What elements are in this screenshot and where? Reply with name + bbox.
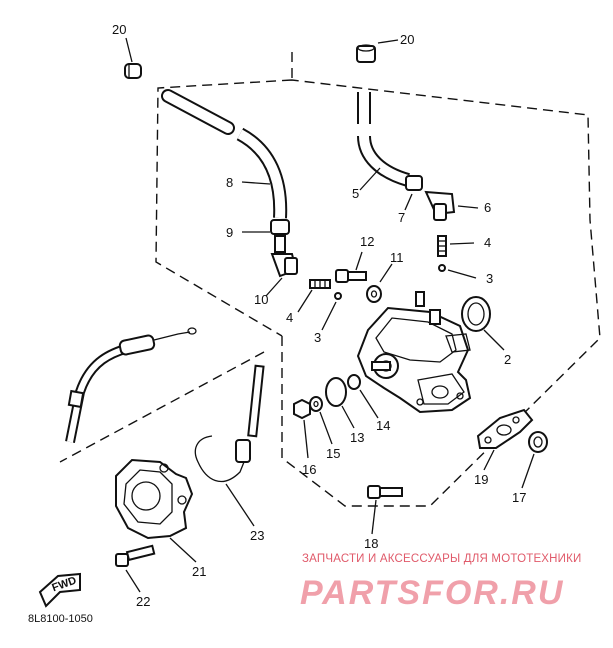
fwd-arrow-icon: FWD [38,572,81,608]
part-16-nut [293,398,311,420]
callout-22: 22 [136,594,150,609]
part-13-plate [325,377,347,407]
leader-18 [371,499,377,535]
callout-18: 18 [364,536,378,551]
callout-3a: 3 [486,271,493,286]
watermark-logo: PARTSFOR.RU [300,574,564,612]
leader-11 [379,263,393,283]
part-20-cap-left [124,63,142,79]
leader-21 [169,537,197,563]
callout-14: 14 [376,418,390,433]
part-4-spring-right [437,235,447,257]
part-6-elbow [424,190,456,221]
callout-10: 10 [254,292,268,307]
leader-15 [319,411,333,445]
leader-20b [377,39,399,44]
part-5-hose [357,92,411,187]
part-1-pump-body [356,291,472,414]
callout-3b: 3 [314,330,321,345]
leader-22 [125,569,141,593]
leader-16 [303,419,309,459]
watermark-subtitle: ЗАПЧАСТИ И АКСЕССУАРЫ ДЛЯ МОТОТЕХНИКИ [302,553,582,565]
callout-12: 12 [360,234,374,249]
leader-17 [521,453,535,489]
leader-7 [404,193,413,211]
part-22-bolt [115,544,156,567]
callout-2: 2 [504,352,511,367]
part-3-ball-right [438,264,446,272]
callout-4a: 4 [484,235,491,250]
leader-5 [359,167,381,191]
callout-4b: 4 [286,310,293,325]
part-2-o-ring [461,296,491,332]
leader-20a [125,37,133,63]
part-12-bolt [335,269,367,283]
leader-23 [225,483,255,527]
part-9-clamp [270,219,290,235]
callout-19: 19 [474,472,488,487]
callout-5: 5 [352,186,359,201]
part-4-spring-left [309,279,331,289]
part-19-gasket [476,408,534,449]
callout-21: 21 [192,564,206,579]
leader-8 [241,181,271,185]
sub-assembly-boundary [59,351,265,463]
part-20-cap-right [356,44,376,63]
part-10-elbow [270,235,298,278]
part-18-bolt [367,485,403,499]
diagram-code: 8L8100-1050 [28,613,93,625]
callout-16: 16 [302,462,316,477]
part-11-washer [366,285,382,303]
leader-3a [447,269,477,279]
callout-11: 11 [390,250,404,265]
callout-17: 17 [512,490,526,505]
leader-14 [359,389,379,419]
callout-7: 7 [398,210,405,225]
part-14-washer [347,374,361,390]
callout-23: 23 [250,528,264,543]
part-21-cover [115,458,194,540]
callout-9: 9 [226,225,233,240]
callout-20a: 20 [112,22,126,37]
part-8-hose [161,89,288,219]
callout-8: 8 [226,175,233,190]
part-7-clamp [405,175,423,191]
leader-10 [265,277,283,297]
callout-13: 13 [350,430,364,445]
leader-4b [297,289,313,313]
part-17-o-ring [528,431,548,453]
leader-4a [449,242,475,245]
callout-6: 6 [484,200,491,215]
part-15-washer [309,396,323,412]
part-23-cable [65,327,265,483]
leader-3b [321,301,337,331]
callout-15: 15 [326,446,340,461]
callout-20b: 20 [400,32,414,47]
leader-12 [355,251,363,271]
leader-19 [483,449,495,471]
leader-6 [457,205,479,209]
leader-13 [341,405,355,429]
leader-2 [483,329,505,351]
part-3-ball-left [334,292,342,300]
